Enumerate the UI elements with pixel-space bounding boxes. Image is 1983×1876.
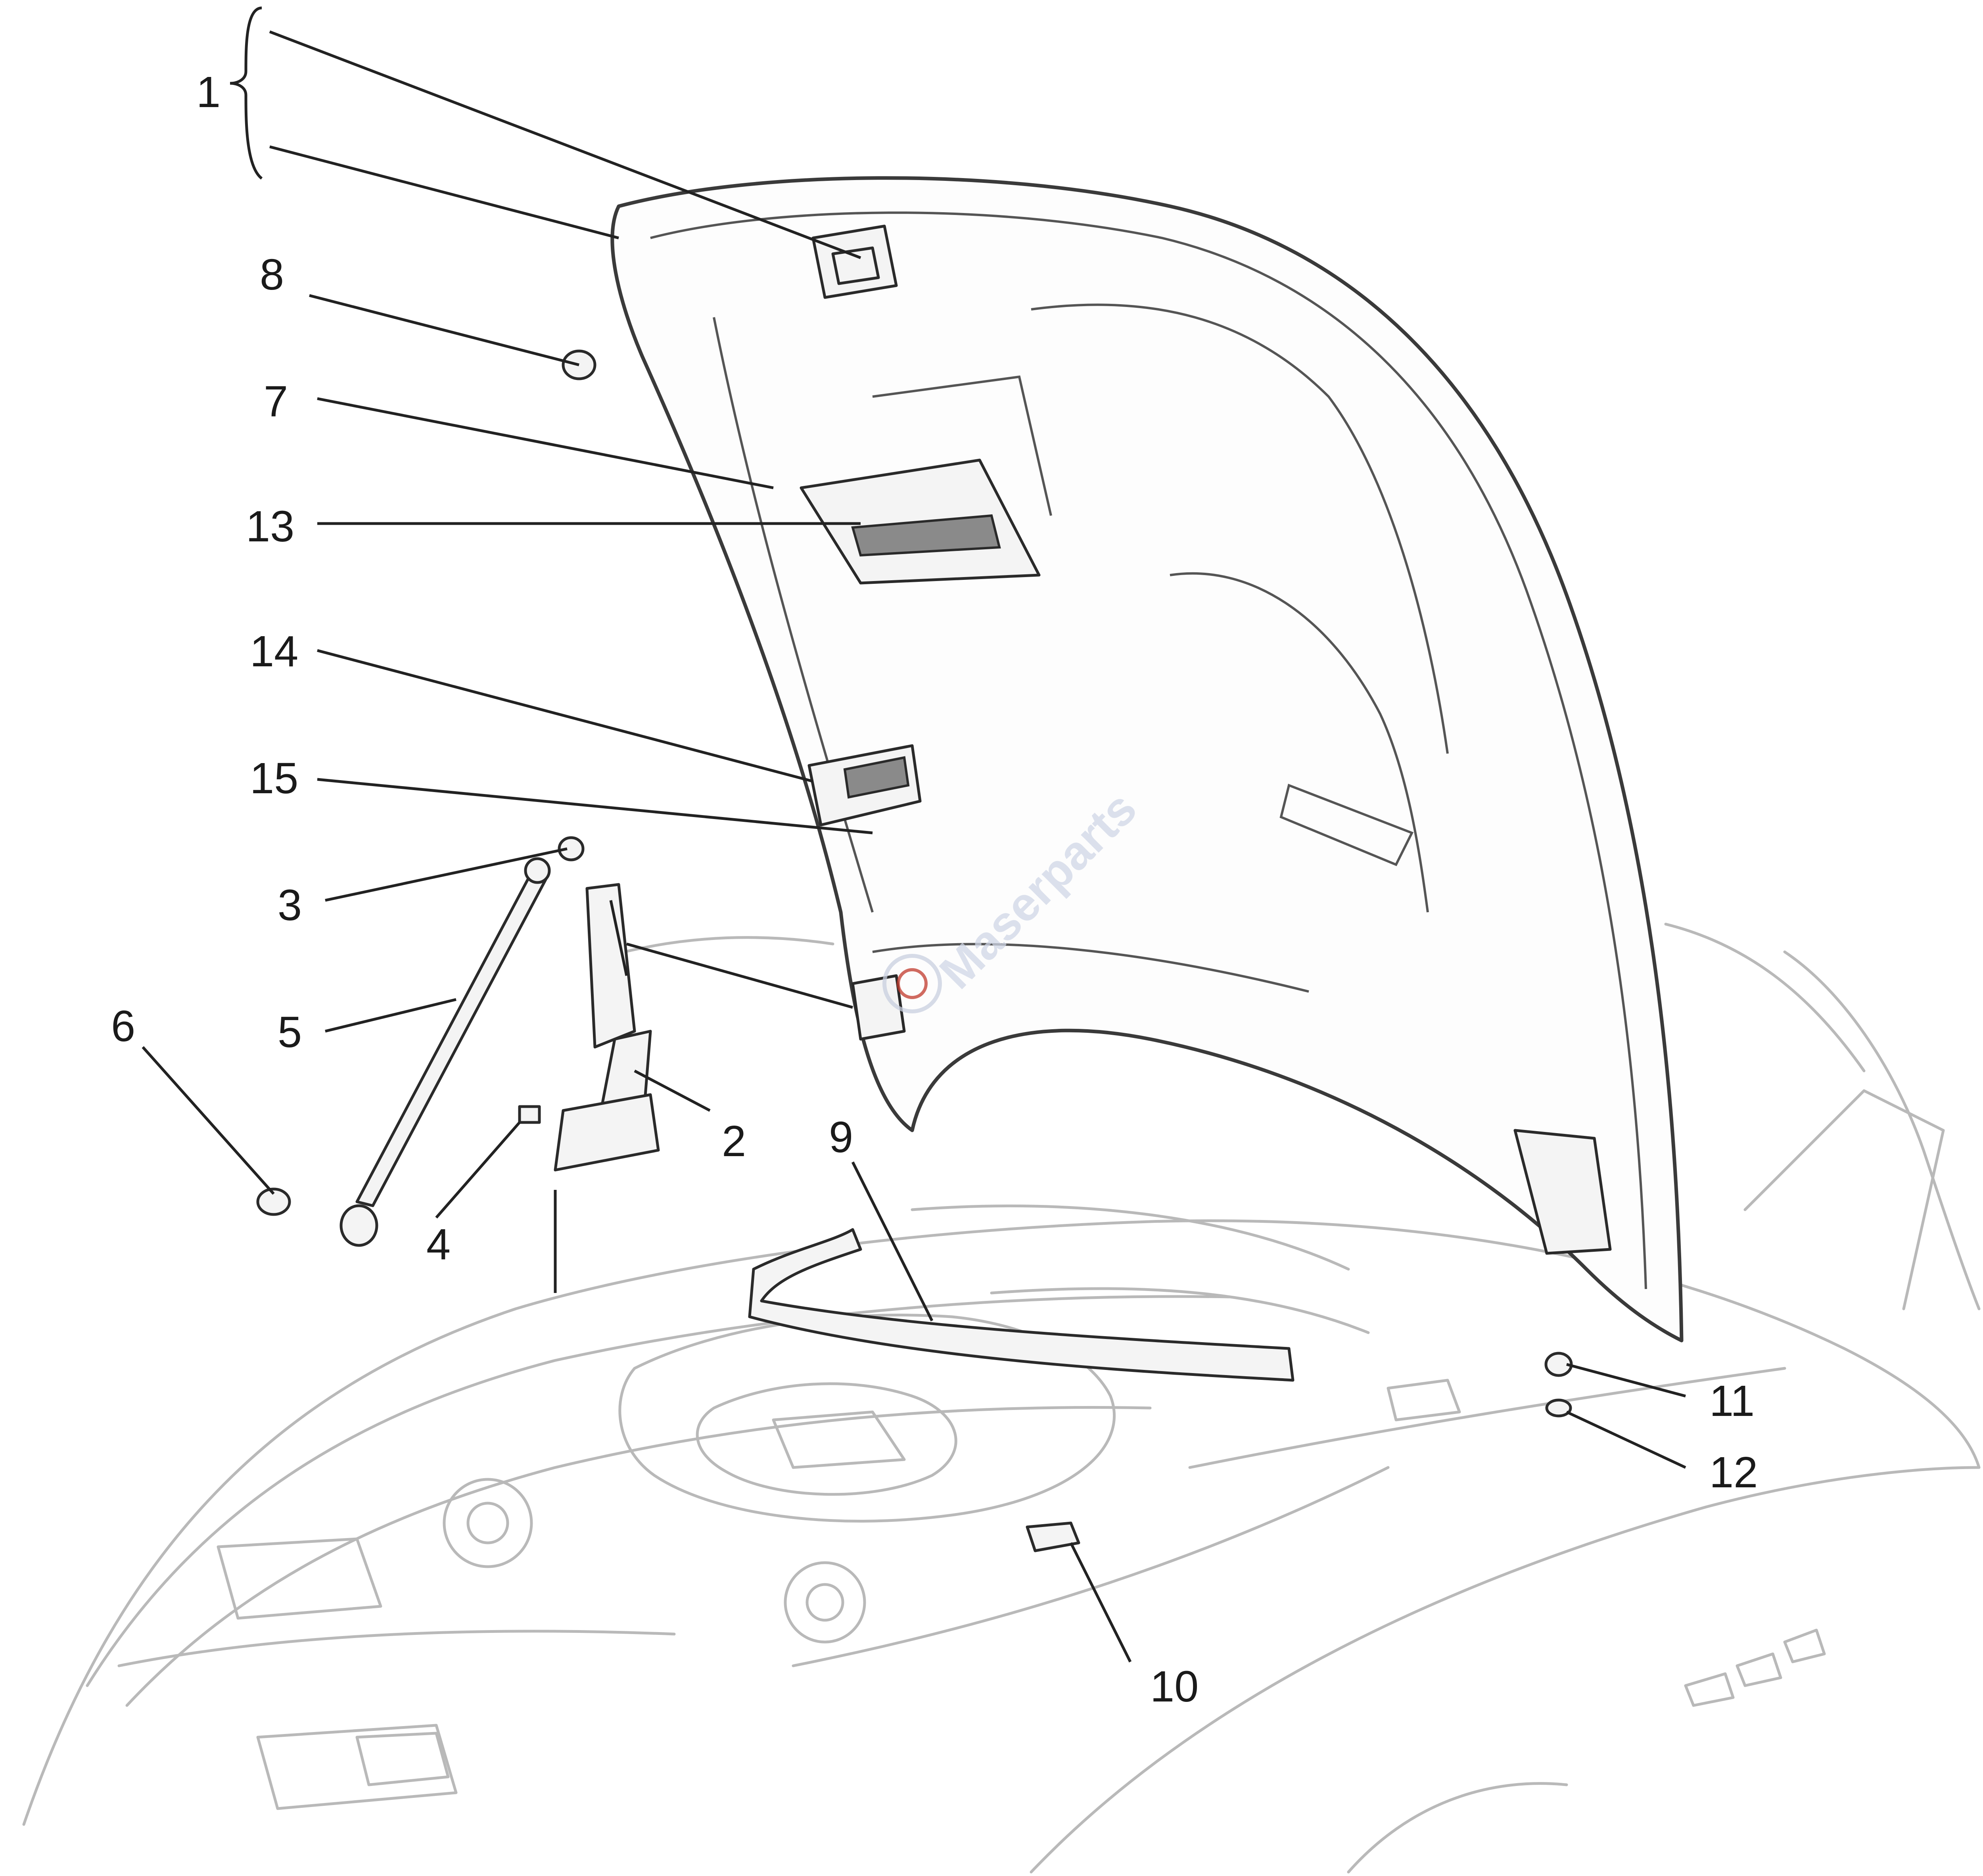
- callout-13: 13: [246, 502, 294, 551]
- callout-3: 3: [278, 881, 302, 930]
- hood-seal: [748, 1228, 1295, 1382]
- callout-14: 14: [250, 627, 298, 676]
- callout-2: 2: [722, 1117, 746, 1166]
- callout-9: 9: [829, 1113, 853, 1162]
- callout-11: 11: [1709, 1377, 1755, 1425]
- callout-1: 1: [196, 68, 221, 117]
- hood-hinge: [554, 883, 660, 1172]
- car-body: [22, 923, 1981, 1874]
- callout-7: 7: [264, 377, 288, 426]
- hood-panel: [610, 176, 1684, 1343]
- callout-12: 12: [1709, 1448, 1758, 1497]
- callout-15: 15: [250, 754, 298, 803]
- small-fasteners: [256, 349, 1573, 1552]
- leader-lines: [142, 6, 1686, 1663]
- callout-4: 4: [426, 1220, 451, 1269]
- callout-8: 8: [260, 250, 284, 299]
- callout-6: 6: [111, 1002, 135, 1051]
- callout-5: 5: [278, 1008, 302, 1057]
- callout-10: 10: [1150, 1662, 1199, 1711]
- callout-labels: 1 8 7 13 14 15 3 5 6 2 4 9 10 11 12: [111, 68, 1758, 1711]
- gas-strut: [339, 857, 551, 1247]
